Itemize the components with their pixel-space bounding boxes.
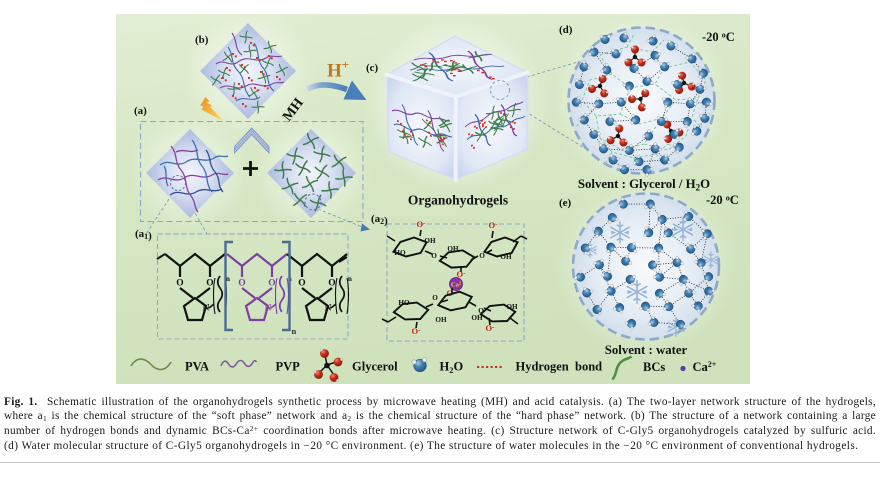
svg-text:O-: O- — [457, 269, 467, 279]
svg-text:OH: OH — [447, 245, 459, 253]
svg-text:(c): (c) — [366, 62, 379, 74]
svg-text:O: O — [238, 279, 245, 289]
svg-text:PVA: PVA — [185, 360, 209, 374]
svg-text:n: n — [292, 326, 297, 336]
svg-text:BCs: BCs — [643, 360, 665, 374]
svg-text:N: N — [325, 304, 332, 314]
svg-text:Hydrogen bond: Hydrogen bond — [516, 360, 603, 374]
svg-text:O: O — [268, 279, 275, 289]
svg-text:OH: OH — [424, 237, 436, 245]
svg-text:H2O: H2O — [440, 360, 464, 376]
svg-text:n: n — [226, 275, 230, 283]
svg-text:OH: OH — [506, 303, 518, 311]
svg-text:OH: OH — [471, 314, 483, 322]
svg-text:N: N — [203, 304, 210, 314]
svg-text:O: O — [328, 279, 335, 289]
svg-text:O: O — [479, 252, 485, 260]
svg-text:n: n — [348, 275, 352, 283]
svg-text:N: N — [265, 304, 272, 314]
svg-text:HO: HO — [394, 249, 406, 257]
svg-text:(b): (b) — [195, 34, 209, 46]
svg-text:O-: O- — [489, 220, 499, 230]
svg-text:O-: O- — [412, 326, 422, 336]
svg-text:OH: OH — [500, 253, 512, 261]
svg-text:(a): (a) — [134, 105, 147, 117]
svg-text:(a2): (a2) — [371, 213, 388, 227]
svg-text:Ca2: Ca2 — [451, 281, 462, 289]
svg-text:O-: O- — [417, 219, 427, 229]
svg-text:Organohydrogels: Organohydrogels — [408, 193, 508, 208]
svg-text:O: O — [432, 294, 438, 302]
svg-text:O: O — [206, 279, 213, 289]
svg-text:-20 oC: -20 oC — [706, 193, 739, 207]
svg-text:OH: OH — [435, 316, 447, 324]
svg-text:(d): (d) — [559, 24, 573, 36]
svg-text:(a1): (a1) — [135, 228, 152, 242]
svg-text:O: O — [176, 279, 183, 289]
svg-text:O: O — [431, 252, 437, 260]
svg-text:Solvent : Glycerol / H2O: Solvent : Glycerol / H2O — [578, 177, 710, 193]
svg-text:Solvent : water: Solvent : water — [605, 343, 688, 357]
svg-text:HO: HO — [398, 299, 410, 307]
svg-text:Glycerol: Glycerol — [352, 360, 398, 374]
svg-text:PVP: PVP — [276, 360, 301, 374]
svg-text:O: O — [478, 307, 484, 315]
svg-text:O: O — [298, 279, 305, 289]
svg-text:-20 oC: -20 oC — [702, 30, 735, 44]
svg-text:(e): (e) — [559, 197, 572, 209]
svg-text:O-: O- — [486, 323, 496, 333]
